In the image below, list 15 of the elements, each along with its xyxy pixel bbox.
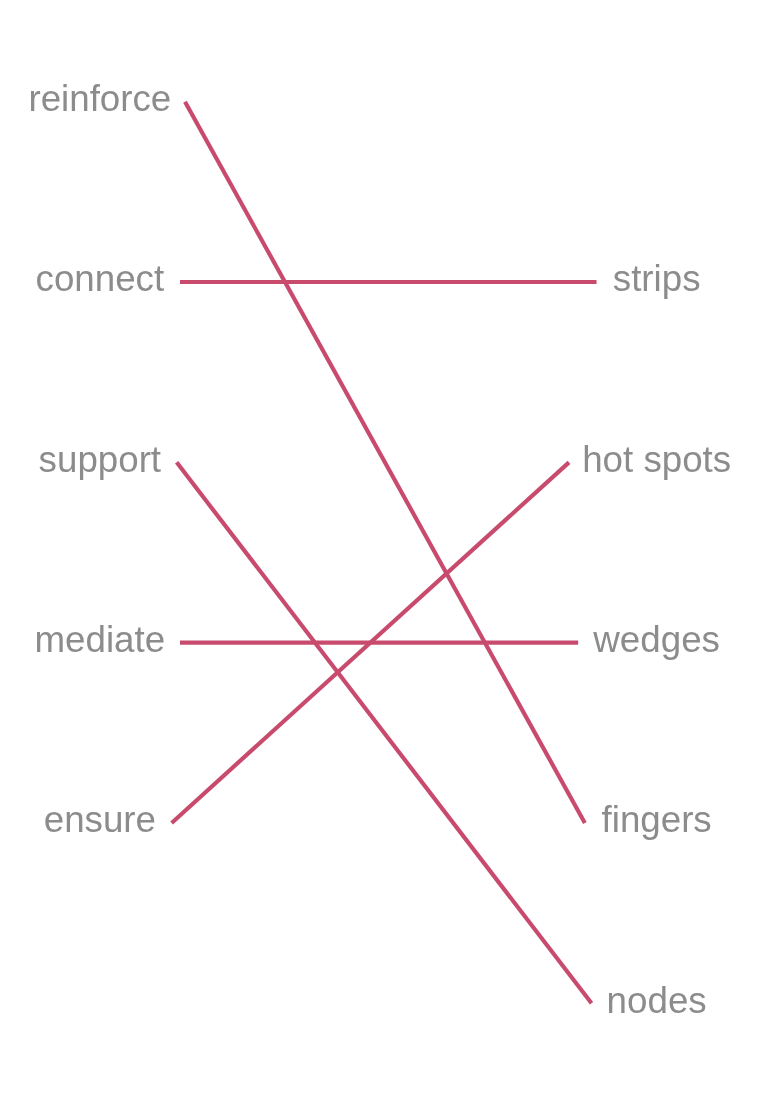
connector [183,100,587,824]
node-text: ensure [43,798,156,840]
node-text: fingers [601,798,712,840]
node-text: hot spots [582,438,732,480]
connector [180,279,597,284]
node-text: mediate [34,618,166,660]
node-text: wedges [593,618,720,660]
connector [180,640,579,645]
node-text: strips [612,257,701,299]
node-text: support [38,438,162,480]
node-text: nodes [606,979,707,1021]
connector [170,460,571,824]
node-text: connect [35,257,165,299]
node-text: reinforce [28,77,172,119]
connector [175,460,594,1005]
